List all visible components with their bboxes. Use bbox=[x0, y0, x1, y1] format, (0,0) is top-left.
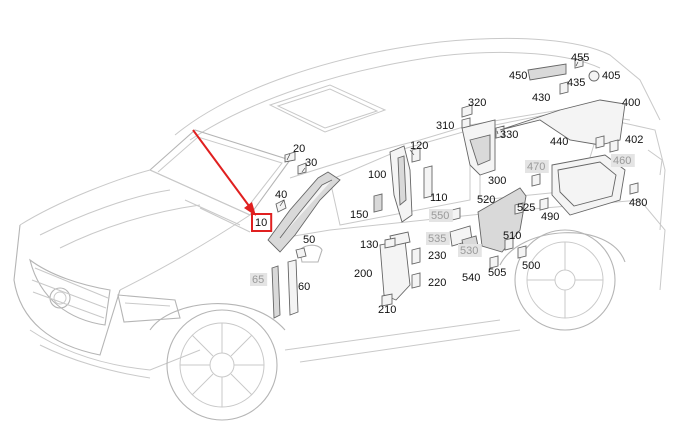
part-label-400[interactable]: 400 bbox=[622, 97, 640, 109]
highlight-arrow bbox=[192, 129, 256, 216]
part-label-110[interactable]: 110 bbox=[430, 192, 448, 204]
part-label-470[interactable]: 470 bbox=[527, 161, 545, 173]
part-label-490[interactable]: 490 bbox=[541, 211, 559, 223]
part-label-220[interactable]: 220 bbox=[428, 277, 446, 289]
part-label-460[interactable]: 460 bbox=[613, 155, 631, 167]
part-label-320[interactable]: 320 bbox=[468, 97, 486, 109]
a-pillar-lower-trim bbox=[271, 265, 281, 319]
part-label-300[interactable]: 300 bbox=[488, 175, 506, 187]
part-label-405[interactable]: 405 bbox=[602, 70, 620, 82]
part-label-500[interactable]: 500 bbox=[522, 260, 540, 272]
label-bg-65 bbox=[250, 273, 268, 286]
label-bg-535 bbox=[426, 232, 450, 245]
part-label-455[interactable]: 455 bbox=[571, 52, 589, 64]
part-label-120[interactable]: 120 bbox=[410, 140, 428, 152]
part-label-440[interactable]: 440 bbox=[550, 136, 568, 148]
part-label-30[interactable]: 30 bbox=[305, 157, 317, 169]
label-bg-460 bbox=[611, 154, 635, 167]
d-pillar-trim bbox=[499, 99, 626, 146]
part-label-525[interactable]: 525 bbox=[517, 202, 535, 214]
part-label-330[interactable]: 330 bbox=[500, 129, 518, 141]
part-label-505[interactable]: 505 bbox=[488, 267, 506, 279]
part-label-435[interactable]: 435 bbox=[567, 77, 585, 89]
label-bg-530 bbox=[458, 244, 482, 257]
part-label-550[interactable]: 550 bbox=[431, 210, 449, 222]
part-label-60[interactable]: 60 bbox=[298, 281, 310, 293]
part-label-20[interactable]: 20 bbox=[293, 143, 305, 155]
vehicle-outline bbox=[13, 37, 666, 421]
part-label-535[interactable]: 535 bbox=[428, 233, 446, 245]
part-labels: 1020304050606510011012013015020021022023… bbox=[250, 52, 647, 316]
part-label-430[interactable]: 430 bbox=[532, 92, 550, 104]
a-pillar-trim bbox=[267, 171, 341, 253]
part-label-480[interactable]: 480 bbox=[629, 197, 647, 209]
part-label-10[interactable]: 10 bbox=[255, 217, 267, 229]
highlight-box-10 bbox=[251, 213, 273, 232]
part-label-100[interactable]: 100 bbox=[368, 169, 386, 181]
part-label-402[interactable]: 402 bbox=[625, 134, 643, 146]
part-label-530[interactable]: 530 bbox=[460, 245, 478, 257]
part-label-540[interactable]: 540 bbox=[462, 272, 480, 284]
part-label-230[interactable]: 230 bbox=[428, 250, 446, 262]
part-label-310[interactable]: 310 bbox=[436, 120, 454, 132]
part-label-130[interactable]: 130 bbox=[360, 239, 378, 251]
part-label-40[interactable]: 40 bbox=[275, 189, 287, 201]
part-label-520[interactable]: 520 bbox=[477, 194, 495, 206]
part-label-200[interactable]: 200 bbox=[354, 268, 372, 280]
parts bbox=[267, 57, 639, 319]
part-label-65[interactable]: 65 bbox=[252, 274, 264, 286]
part-label-510[interactable]: 510 bbox=[503, 230, 521, 242]
part-label-50[interactable]: 50 bbox=[303, 234, 315, 246]
label-bg-550 bbox=[429, 209, 453, 222]
part-label-210[interactable]: 210 bbox=[378, 304, 396, 316]
label-bg-470 bbox=[525, 160, 549, 173]
cargo-side-trim bbox=[477, 187, 527, 253]
leader-lines bbox=[279, 61, 579, 207]
part-label-450[interactable]: 450 bbox=[509, 70, 527, 82]
part-label-150[interactable]: 150 bbox=[350, 209, 368, 221]
b-pillar-lower bbox=[379, 239, 411, 301]
